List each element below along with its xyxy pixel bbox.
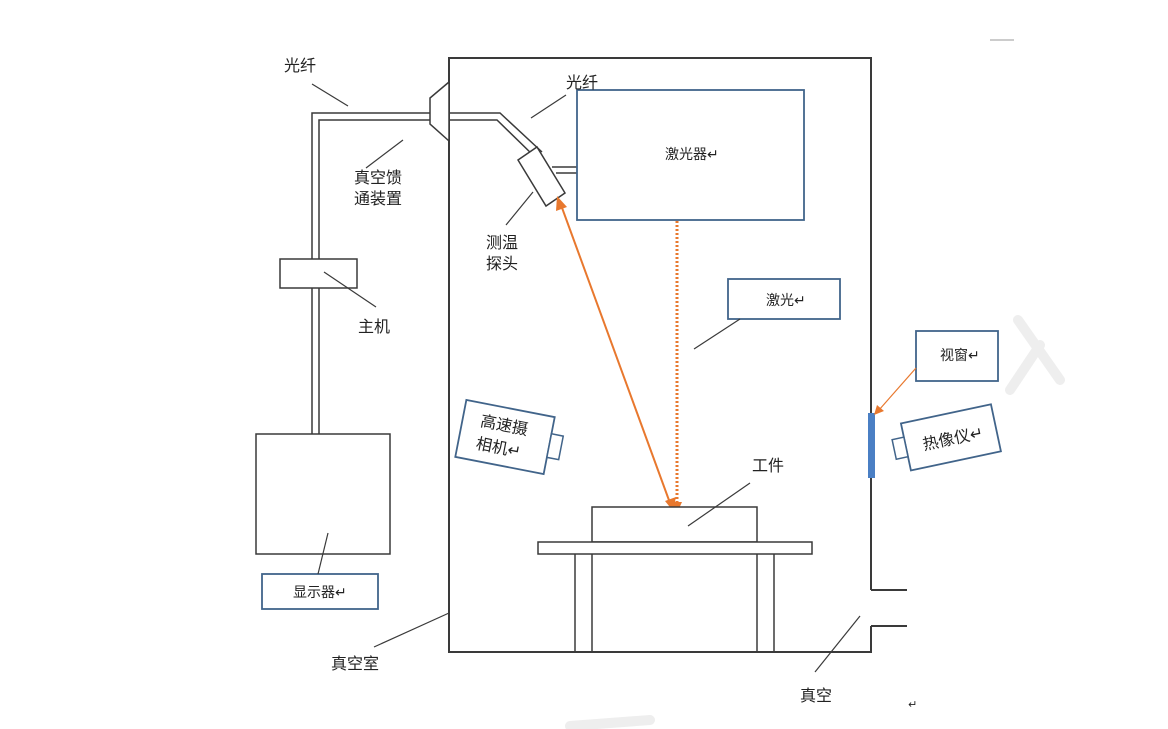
label-feedthrough-line2: 通装置 — [354, 189, 402, 208]
return-mark: ↵ — [908, 698, 917, 711]
label-window: 视窗↵ — [940, 347, 980, 364]
label-laser: 激光↵ — [766, 292, 806, 309]
label-probe-line1: 测温 — [486, 233, 518, 252]
display-label-box — [261, 573, 379, 610]
label-fiber-outer: 光纤 — [284, 56, 316, 75]
display-box — [255, 433, 391, 555]
thermal-imager — [891, 403, 1002, 472]
label-vacuum: 真空 — [800, 686, 832, 705]
label-fiber-inner: 光纤 — [566, 73, 598, 92]
label-probe-line2: 探头 — [486, 254, 518, 273]
host-box — [279, 258, 358, 289]
temperature-probe — [516, 145, 567, 208]
high-speed-camera — [454, 398, 565, 476]
label-feedthrough-line1: 真空馈 — [354, 168, 402, 187]
vacuum-chamber-wall — [448, 57, 872, 653]
vacuum-port — [871, 589, 907, 627]
viewing-window — [868, 413, 875, 478]
label-laser-device: 激光器↵ — [665, 146, 719, 163]
laser-device-box — [576, 89, 805, 221]
table-legs — [574, 554, 775, 652]
leader-lines — [311, 83, 861, 673]
window-pointer — [878, 367, 917, 411]
vacuum-feedthrough — [429, 80, 450, 143]
window-pointer-arrowhead — [874, 405, 884, 415]
label-host: 主机 — [358, 317, 390, 336]
label-display: 显示器↵ — [293, 585, 347, 601]
workpiece — [591, 506, 758, 543]
window-label-box — [915, 330, 999, 382]
label-workpiece: 工件 — [752, 456, 784, 475]
measurement-beam — [560, 204, 671, 504]
probe-mount — [552, 166, 577, 174]
laser-label-box — [727, 278, 841, 320]
label-vacuum-chamber: 真空室 — [331, 654, 379, 673]
fiber-cable — [311, 112, 543, 434]
measurement-arrowhead-top — [556, 196, 567, 211]
table-top — [537, 541, 813, 555]
watermark — [565, 315, 1065, 729]
